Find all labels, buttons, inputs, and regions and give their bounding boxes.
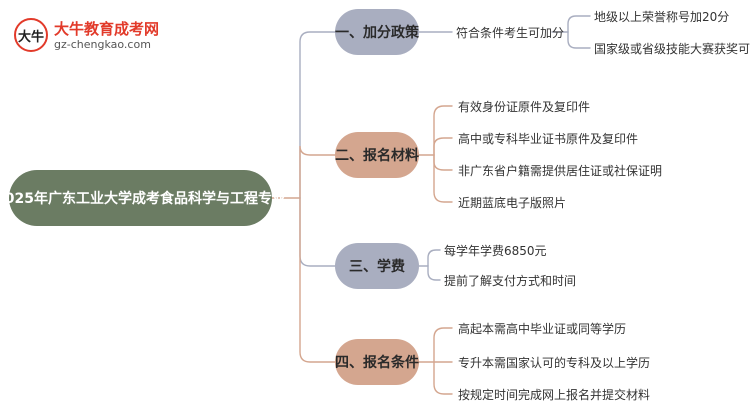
leaf-material-diploma: 高中或专科毕业证书原件及复印件 [458, 132, 639, 146]
leaf-tuition-payment: 提前了解支付方式和时间 [444, 274, 577, 288]
branch-application-materials: 二、报名材料 [335, 132, 419, 178]
leaf-material-photo: 近期蓝底电子版照片 [458, 196, 567, 210]
leaf-condition-upgrade-bachelor: 高起本需高中毕业证或同等学历 [458, 322, 627, 336]
leaf-material-id: 有效身份证原件及复印件 [458, 100, 591, 114]
leaf-material-residence: 非广东省户籍需提供居住证或社保证明 [458, 164, 663, 178]
branch-tuition: 三、学费 [335, 243, 419, 289]
logo-title: 大牛教育成考网 [54, 20, 160, 38]
leaf-tuition-amount: 每学年学费6850元 [444, 244, 547, 258]
branch-application-conditions: 四、报名条件 [335, 339, 419, 385]
leaf-condition-college-bachelor: 专升本需国家认可的专科及以上学历 [458, 356, 651, 370]
brand-logo[interactable]: 大牛 大牛教育成考网 gz-chengkao.com [14, 14, 184, 54]
logo-badge-icon: 大牛 [14, 18, 48, 52]
leaf-bonus-competition: 国家级或省级技能大赛获奖可加分 [594, 42, 750, 56]
leaf-bonus-honor: 地级以上荣誉称号加20分 [594, 10, 730, 24]
branch-bonus-policy: 一、加分政策 [335, 9, 419, 55]
mindmap-root-node: 2025年广东工业大学成考食品科学与工程专业 [0, 170, 286, 226]
logo-url: gz-chengkao.com [54, 38, 151, 51]
leaf-condition-online-registration: 按规定时间完成网上报名并提交材料 [458, 388, 651, 402]
leaf-bonus-eligible: 符合条件考生可加分 [456, 26, 565, 40]
